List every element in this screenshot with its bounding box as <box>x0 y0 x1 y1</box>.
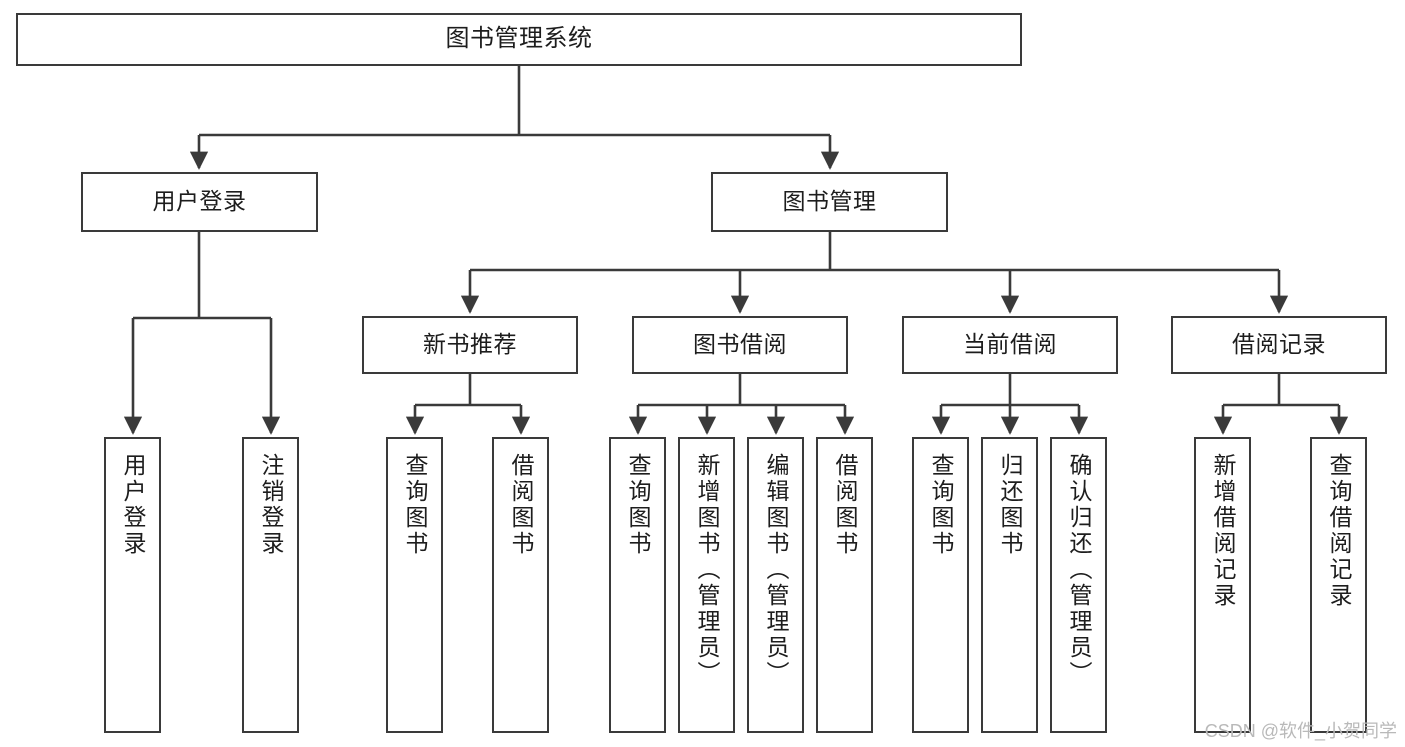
node-label: 编辑图书（管理员） <box>763 453 789 687</box>
node-label: 图书管理系统 <box>445 25 593 53</box>
node-root-library-system[interactable]: 图书管理系统 <box>16 13 1022 66</box>
node-label: 图书管理 <box>782 188 877 215</box>
node-new-book-recommend[interactable]: 新书推荐 <box>362 316 578 374</box>
leaf-book-borrow-query-book[interactable]: 查询图书 <box>609 437 666 733</box>
leaf-borrow-record-query-record[interactable]: 查询借阅记录 <box>1310 437 1367 733</box>
node-label: 查询图书 <box>402 453 428 557</box>
node-label: 图书借阅 <box>693 331 787 358</box>
node-label: 新增借阅记录 <box>1210 453 1236 609</box>
node-book-management[interactable]: 图书管理 <box>711 172 948 232</box>
node-label: 借阅图书 <box>832 453 858 557</box>
leaf-borrow-record-add-record[interactable]: 新增借阅记录 <box>1194 437 1251 733</box>
leaf-new-book-query-book[interactable]: 查询图书 <box>386 437 443 733</box>
node-label: 当前借阅 <box>963 331 1057 358</box>
node-borrow-record[interactable]: 借阅记录 <box>1171 316 1387 374</box>
leaf-book-borrow-add-book-admin[interactable]: 新增图书（管理员） <box>678 437 735 733</box>
leaf-user-login-login[interactable]: 用户登录 <box>104 437 161 733</box>
leaf-book-borrow-edit-book-admin[interactable]: 编辑图书（管理员） <box>747 437 804 733</box>
node-user-login[interactable]: 用户登录 <box>81 172 318 232</box>
node-label: 确认归还（管理员） <box>1066 453 1092 687</box>
leaf-book-borrow-borrow-book[interactable]: 借阅图书 <box>816 437 873 733</box>
leaf-current-borrow-query-book[interactable]: 查询图书 <box>912 437 969 733</box>
node-label: 借阅图书 <box>508 453 534 557</box>
node-label: 新书推荐 <box>423 331 517 358</box>
node-label: 新增图书（管理员） <box>694 453 720 687</box>
node-book-borrow[interactable]: 图书借阅 <box>632 316 848 374</box>
leaf-new-book-borrow-book[interactable]: 借阅图书 <box>492 437 549 733</box>
node-label: 注销登录 <box>258 453 284 557</box>
node-label: 查询图书 <box>928 453 954 557</box>
leaf-current-borrow-confirm-return-admin[interactable]: 确认归还（管理员） <box>1050 437 1107 733</box>
leaf-user-login-logout[interactable]: 注销登录 <box>242 437 299 733</box>
leaf-current-borrow-return-book[interactable]: 归还图书 <box>981 437 1038 733</box>
node-label: 归还图书 <box>997 453 1023 557</box>
node-label: 借阅记录 <box>1232 331 1326 358</box>
node-label: 用户登录 <box>120 453 146 557</box>
watermark-text: CSDN @软件_小贺同学 <box>1204 721 1397 741</box>
node-label: 查询图书 <box>625 453 651 557</box>
node-label: 查询借阅记录 <box>1326 453 1352 609</box>
node-label: 用户登录 <box>152 188 247 215</box>
node-current-borrow[interactable]: 当前借阅 <box>902 316 1118 374</box>
